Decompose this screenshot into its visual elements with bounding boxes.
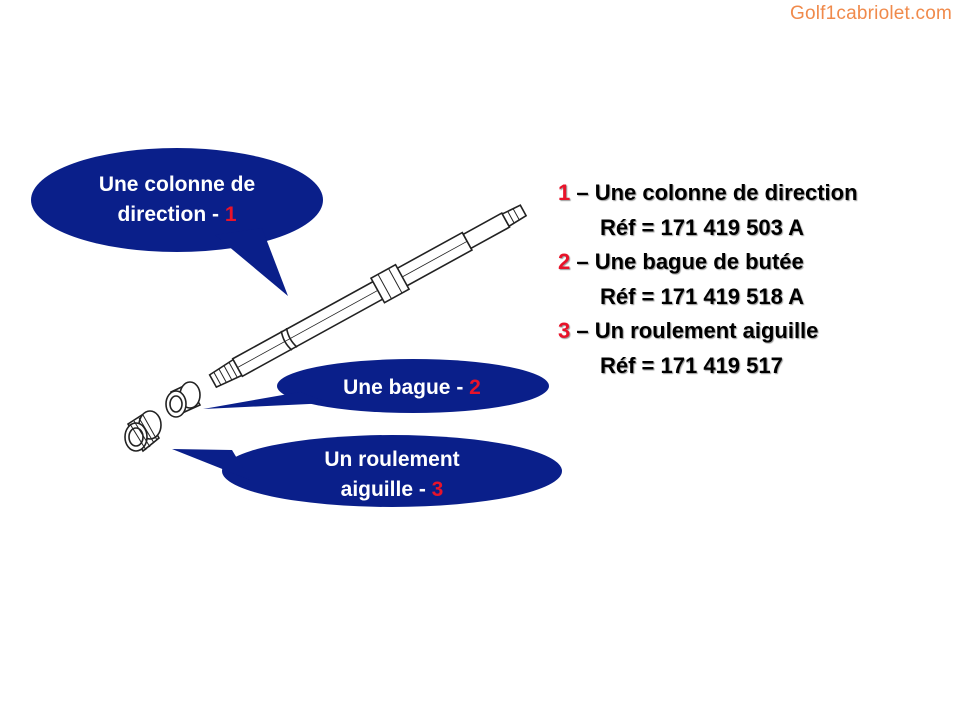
- parts-legend: 1 – Une colonne de direction Réf = 171 4…: [558, 176, 858, 383]
- callout-label-ring: Une bague - 2: [343, 376, 481, 399]
- ring-part: [165, 381, 202, 418]
- callout-label-bearing: Un roulement aiguille - 3: [324, 448, 460, 501]
- legend-item-3-title: 3 – Un roulement aiguille: [558, 318, 819, 343]
- callout-bubble-bearing: [172, 435, 562, 507]
- site-watermark: Golf1cabriolet.com: [789, 3, 952, 24]
- steering-shaft: [208, 204, 528, 389]
- legend-item-2-title: 2 – Une bague de butée: [558, 249, 804, 274]
- legend-item-1-title: 1 – Une colonne de direction: [558, 180, 858, 205]
- callout-bubble-column: [31, 148, 323, 296]
- needle-bearing-part: [124, 410, 162, 453]
- callout-label-column: Une colonne de direction - 1: [98, 173, 256, 226]
- callout-bubble-ring: [203, 359, 549, 413]
- legend-item-1-ref: Réf = 171 419 503 A: [600, 214, 805, 240]
- legend-item-3-ref: Réf = 171 419 517: [600, 352, 783, 378]
- legend-item-2-ref: Réf = 171 419 518 A: [600, 283, 805, 309]
